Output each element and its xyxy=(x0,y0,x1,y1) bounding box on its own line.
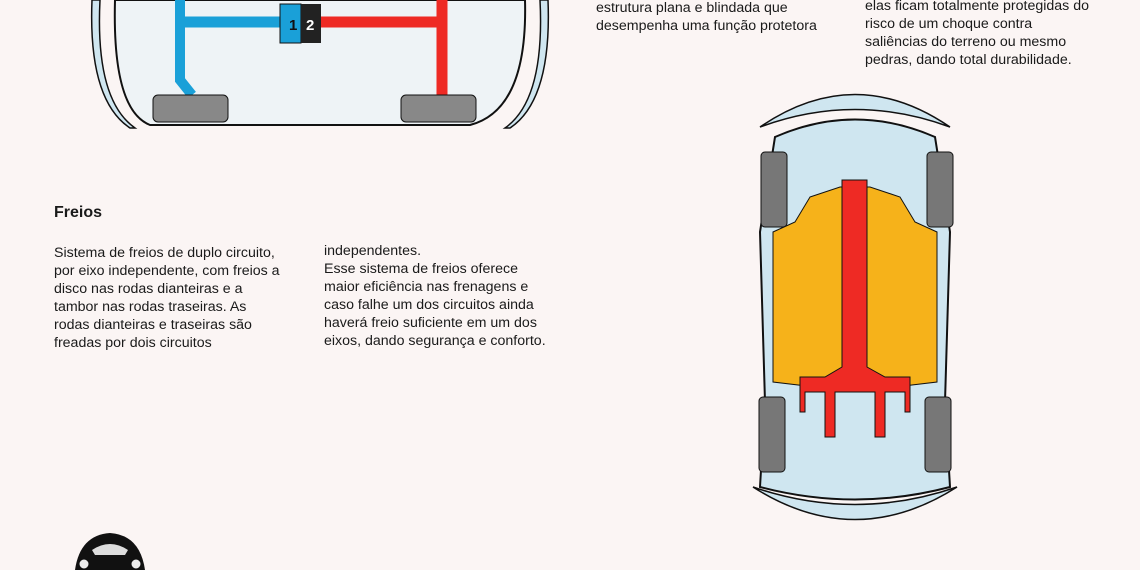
circuit-1-label: 1 xyxy=(289,17,297,34)
circuit-2-label: 2 xyxy=(306,17,314,34)
chassis-diagram xyxy=(752,93,958,521)
brakes-text-col-2: independentes.Esse sistema de freios ofe… xyxy=(324,243,546,349)
brakes-text-col-1: Sistema de freios de duplo circuito,por … xyxy=(54,245,280,351)
brake-circuit-diagram: 1 2 xyxy=(90,0,550,129)
brakes-title: Freios xyxy=(54,204,103,221)
beetle-logo-icon xyxy=(75,533,145,570)
